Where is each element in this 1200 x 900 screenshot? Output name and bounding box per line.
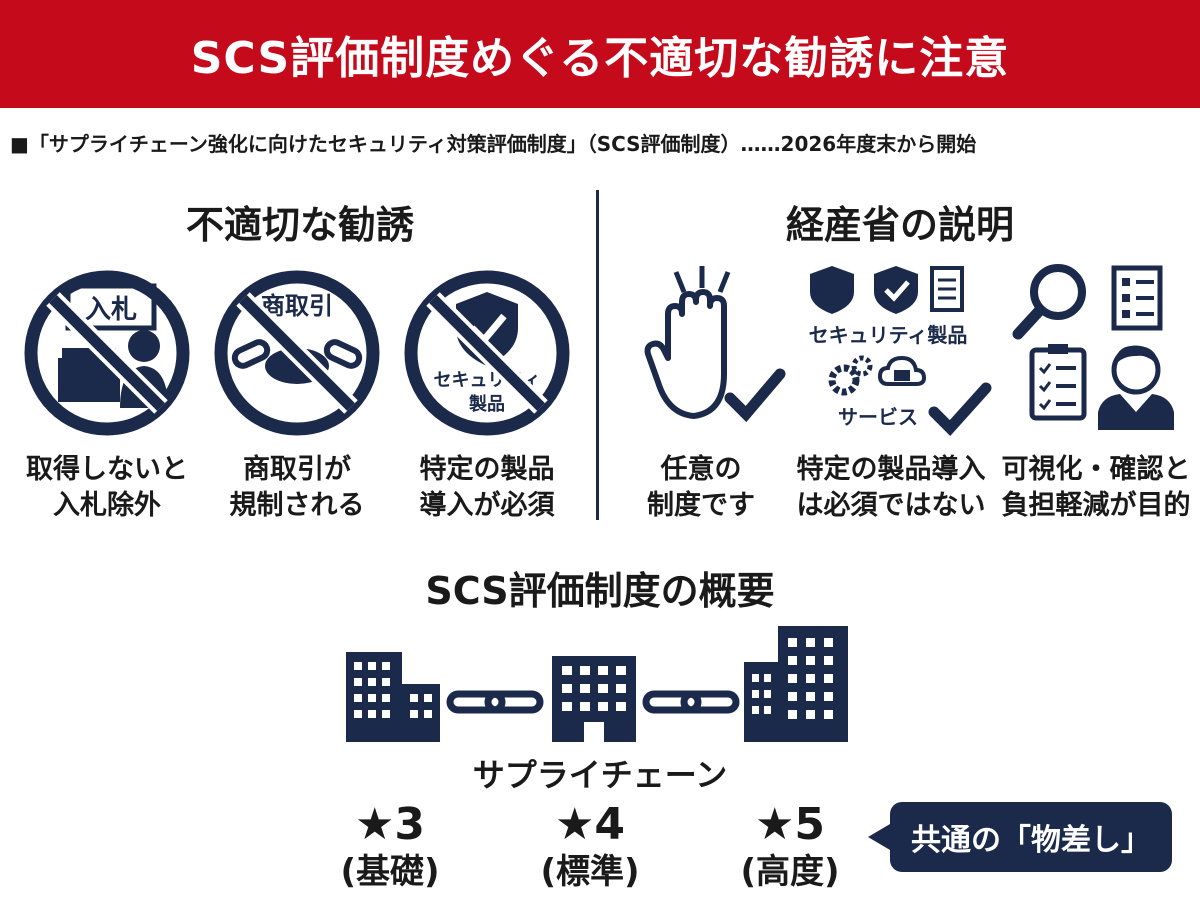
products-services-check-icon: セキュリティ製品 サービス bbox=[796, 262, 996, 442]
page-title: SCS評価制度めぐる不適切な勧誘に注意 bbox=[190, 33, 1010, 84]
caption-purpose: 可視化・確認と負担軽減が目的 bbox=[1001, 454, 1191, 521]
security-product-prohibited-icon: セキュリティ 製品 bbox=[402, 268, 572, 438]
level-5: ★5 (高度) bbox=[710, 800, 870, 894]
level-3: ★3 (基礎) bbox=[310, 800, 470, 894]
section-divider bbox=[596, 190, 599, 520]
common-yardstick-callout: 共通の「物差し」 bbox=[868, 802, 1172, 872]
subtitle: ■「サプライチェーン強化に向けたセキュリティ対策評価制度」（SCS評価制度）……… bbox=[10, 132, 977, 156]
caption-bid-exclusion: 取得しないと入札除外 bbox=[26, 454, 188, 521]
level-4-stars: ★4 bbox=[554, 799, 626, 850]
security-products-label: セキュリティ製品 bbox=[809, 323, 968, 347]
level-3-name: (基礎) bbox=[340, 852, 440, 892]
bid-label: 入札 bbox=[85, 295, 137, 325]
level-5-name: (高度) bbox=[740, 852, 840, 892]
level-4-name: (標準) bbox=[540, 852, 640, 892]
raised-hand-check-icon bbox=[638, 262, 788, 442]
business-deal-label: 商取引 bbox=[261, 292, 333, 320]
caption-business-regulated: 商取引が規制される bbox=[229, 454, 365, 521]
level-5-stars: ★5 bbox=[754, 799, 826, 850]
bid-prohibited-icon: 入札 bbox=[22, 268, 192, 438]
title-banner: SCS評価制度めぐる不適切な勧誘に注意 bbox=[0, 0, 1200, 108]
caption-voluntary: 任意の制度です bbox=[647, 454, 755, 521]
services-label: サービス bbox=[838, 405, 918, 429]
business-deal-prohibited-icon: 商取引 bbox=[212, 268, 382, 438]
caption-product-required: 特定の製品導入が必須 bbox=[419, 454, 555, 521]
left-section-title: 不適切な勧誘 bbox=[185, 203, 414, 247]
supply-chain-buildings-icon bbox=[340, 622, 860, 744]
visualization-person-icon bbox=[1010, 262, 1190, 442]
overview-title: SCS評価制度の概要 bbox=[425, 569, 775, 613]
level-3-stars: ★3 bbox=[354, 799, 426, 850]
supply-chain-label: サプライチェーン bbox=[472, 756, 728, 794]
level-4: ★4 (標準) bbox=[510, 800, 670, 894]
product-label: 製品 bbox=[468, 394, 505, 415]
caption-not-required: 特定の製品導入は必須ではない bbox=[796, 454, 986, 521]
right-section-title: 経産省の説明 bbox=[785, 203, 1014, 247]
